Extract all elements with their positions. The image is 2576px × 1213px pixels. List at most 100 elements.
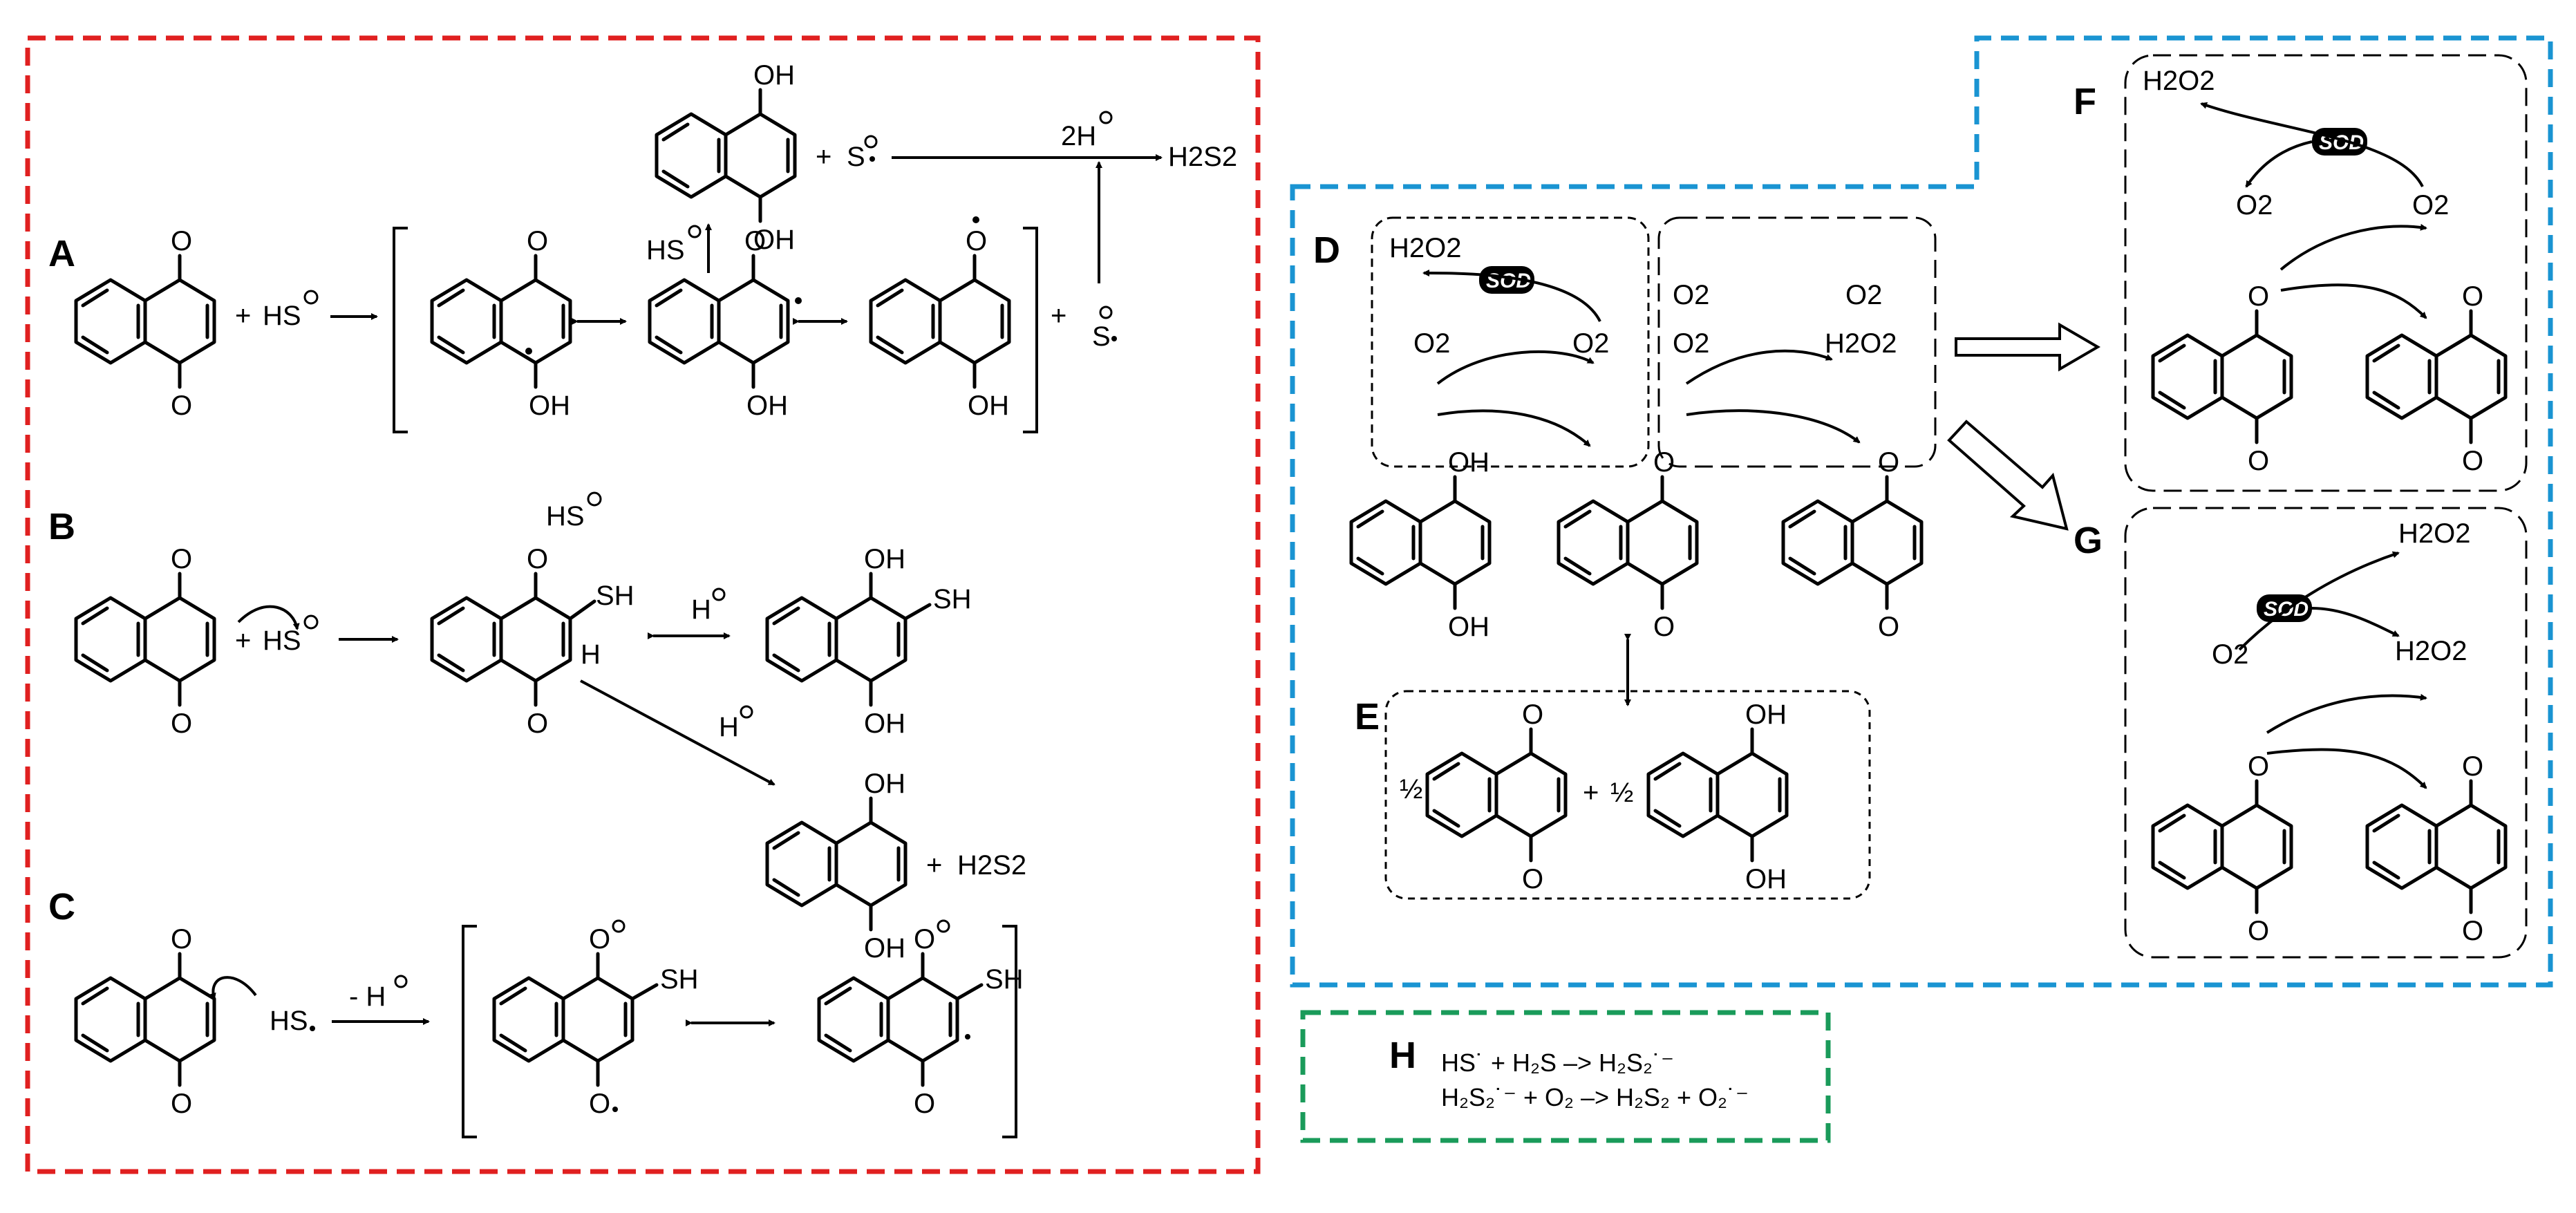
H-equation-1: HS˙ + H₂S –> H₂S₂˙⁻ (1441, 1049, 1674, 1077)
A-naphthoquinone: O O (76, 226, 214, 421)
C-bracket-right (1002, 925, 1017, 1138)
svg-text:O: O (1878, 447, 1899, 478)
B-plus-2: + (926, 850, 942, 881)
box-D-sod (1371, 216, 1650, 468)
C-naphthoquinone: O O (76, 924, 214, 1119)
svg-text:OH: OH (746, 391, 788, 421)
svg-text:O: O (2248, 916, 2269, 946)
svg-text:O: O (966, 226, 987, 256)
svg-text:O: O (2248, 751, 2269, 782)
svg-text:O: O (2462, 281, 2483, 312)
A-bracket-left (393, 227, 408, 433)
panel-label-H: H (1389, 1035, 1416, 1076)
svg-text:OH: OH (529, 391, 570, 421)
svg-text:H: H (581, 639, 601, 670)
svg-text:OH: OH (1745, 699, 1787, 730)
F-O2-superoxide: O2 (2412, 190, 2449, 220)
svg-text:O: O (527, 226, 548, 256)
green-frame (1300, 1010, 1831, 1143)
C-HS-radical: HS (270, 1006, 308, 1036)
B-H-plus: H (691, 594, 711, 625)
svg-text:O: O (527, 544, 548, 574)
svg-text:O: O (171, 391, 192, 421)
svg-text:OH: OH (864, 769, 905, 799)
blue-frame (1290, 35, 2553, 988)
panel-label-F: F (2074, 81, 2096, 122)
svg-text:OH: OH (864, 708, 905, 739)
B-H2S2: H2S2 (957, 850, 1026, 881)
F-H2O2: H2O2 (2143, 66, 2215, 96)
svg-text:O: O (2462, 751, 2483, 782)
svg-text:O: O (1522, 699, 1543, 730)
A-radical-1: O OH (432, 226, 570, 421)
svg-text:O: O (2462, 446, 2483, 476)
arrow-to-G (1947, 420, 2069, 531)
svg-text:OH: OH (864, 544, 905, 574)
svg-text:OH: OH (753, 60, 795, 91)
G-O2-superoxide: O2 (2212, 639, 2248, 670)
C-radical-1: O SH O (494, 919, 699, 1119)
svg-text:O: O (914, 1089, 935, 1119)
D-O2-superoxide-right: O2 (1845, 280, 1882, 310)
E-half-left: ½ (1400, 774, 1422, 805)
B-H-plus-2: H (719, 712, 739, 742)
svg-text:O: O (171, 924, 192, 955)
F-dianion: O O (2153, 281, 2291, 476)
svg-text:OH: OH (753, 225, 795, 255)
arrow-to-F (1955, 322, 2100, 372)
svg-text:O: O (171, 544, 192, 574)
D-quinone: O O (1783, 447, 1921, 642)
svg-text:OH: OH (1745, 864, 1787, 894)
A-S-radical-top: S (847, 142, 865, 172)
svg-text:O: O (171, 708, 192, 739)
A-plus-3: + (816, 142, 831, 172)
F-quinone: O O (2367, 281, 2506, 476)
svg-text:O: O (171, 226, 192, 256)
F-O2: O2 (2236, 190, 2273, 220)
G-H2O2-bottom: H2O2 (2395, 636, 2467, 666)
D-H2O2-right: H2O2 (1825, 328, 1897, 359)
svg-text:O: O (527, 708, 548, 739)
B-adduct: O O SH H (432, 544, 634, 739)
svg-text:OH: OH (1448, 447, 1489, 478)
B-hydroquinone: OH OH (767, 769, 905, 963)
panel-label-G: G (2074, 520, 2103, 561)
E-half-right: ½ (1610, 778, 1633, 808)
svg-text:O: O (2248, 446, 2269, 476)
svg-text:SH: SH (596, 581, 634, 611)
panel-label-B: B (48, 506, 75, 547)
D-sod-badge (1479, 266, 1534, 294)
svg-text:O: O (914, 924, 935, 955)
B-HS-anion-top: HS (546, 501, 585, 532)
B-HS-anion: HS (263, 626, 301, 656)
D-O2-left: O2 (1413, 328, 1450, 359)
svg-text:O: O (589, 1089, 610, 1119)
svg-text:O: O (1653, 612, 1675, 642)
B-plus: + (235, 626, 251, 656)
svg-text:O: O (2248, 281, 2269, 312)
A-H2S2: H2S2 (1168, 142, 1237, 172)
svg-text:OH: OH (1448, 612, 1489, 642)
E-plus: + (1583, 778, 1599, 808)
A-radical-2: O OH (650, 226, 802, 421)
A-hydroquinone: OH OH (657, 60, 795, 255)
H-equation-2: H₂S₂˙⁻ + O₂ –> H₂S₂ + O₂˙⁻ (1441, 1083, 1749, 1111)
svg-text:O: O (744, 226, 766, 256)
A-S-radical-right: S (1092, 321, 1111, 352)
G-H2O2-top: H2O2 (2398, 518, 2471, 549)
panel-label-C: C (48, 886, 75, 928)
A-bracket-right (1023, 227, 1038, 433)
B-naphthoquinone: O O (76, 544, 300, 739)
svg-text:O: O (171, 1089, 192, 1119)
E-quinone: O O (1427, 699, 1566, 894)
panel-label-A: A (48, 233, 75, 274)
D-O2-superoxide-left: O2 (1572, 328, 1609, 359)
B-thiol-hydroquinone: OH OH SH (767, 544, 972, 739)
A-HS-anion: HS (263, 301, 301, 331)
A-radical-3: O OH (871, 216, 1009, 421)
D-O2-mid: O2 (1673, 280, 1709, 310)
D-O2-superoxide-mid: O2 (1673, 328, 1709, 359)
svg-text:SH: SH (660, 964, 699, 995)
C-radical-2: O SH O (819, 919, 1024, 1119)
